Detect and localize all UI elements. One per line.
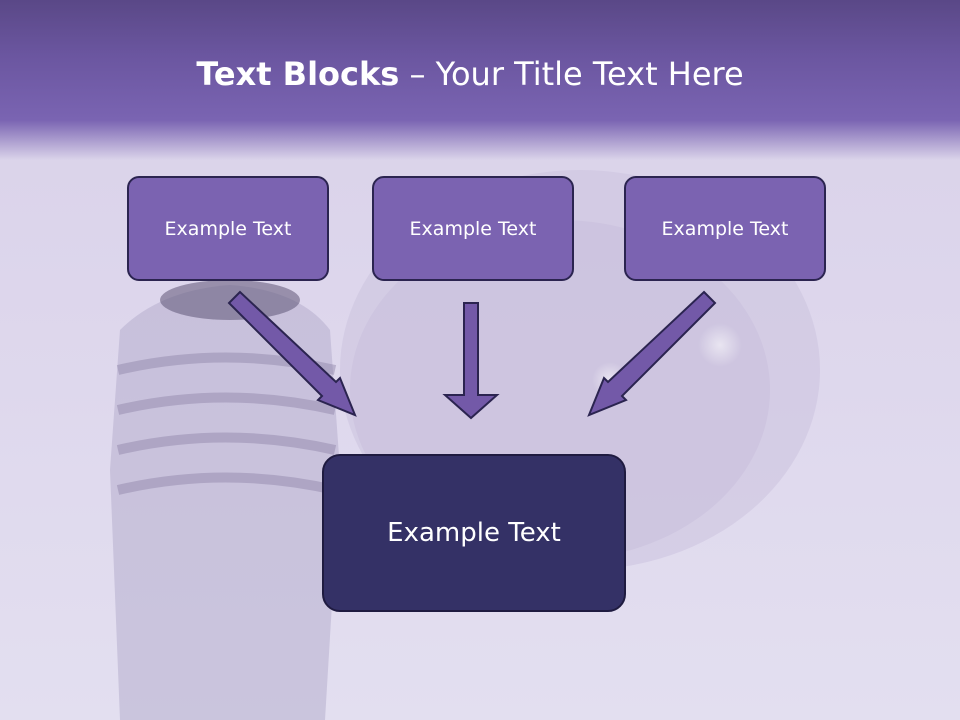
- text-block-center-label: Example Text: [409, 217, 537, 240]
- title-band: [0, 0, 960, 160]
- text-block-center[interactable]: Example Text: [372, 176, 574, 281]
- text-block-right[interactable]: Example Text: [624, 176, 826, 281]
- title-bold: Text Blocks: [196, 55, 400, 93]
- title-dash: –: [409, 55, 426, 93]
- arrow-down-left-icon: [587, 290, 717, 417]
- text-block-right-label: Example Text: [661, 217, 789, 240]
- text-block-left-label: Example Text: [164, 217, 292, 240]
- title-rest: Your Title Text Here: [435, 55, 744, 93]
- text-block-left[interactable]: Example Text: [127, 176, 329, 281]
- arrow-down-right-icon: [227, 290, 357, 417]
- arrow-down-icon: [442, 302, 500, 420]
- text-block-main[interactable]: Example Text: [322, 454, 626, 612]
- slide-title: Text Blocks – Your Title Text Here: [0, 52, 940, 96]
- text-block-main-label: Example Text: [387, 518, 561, 548]
